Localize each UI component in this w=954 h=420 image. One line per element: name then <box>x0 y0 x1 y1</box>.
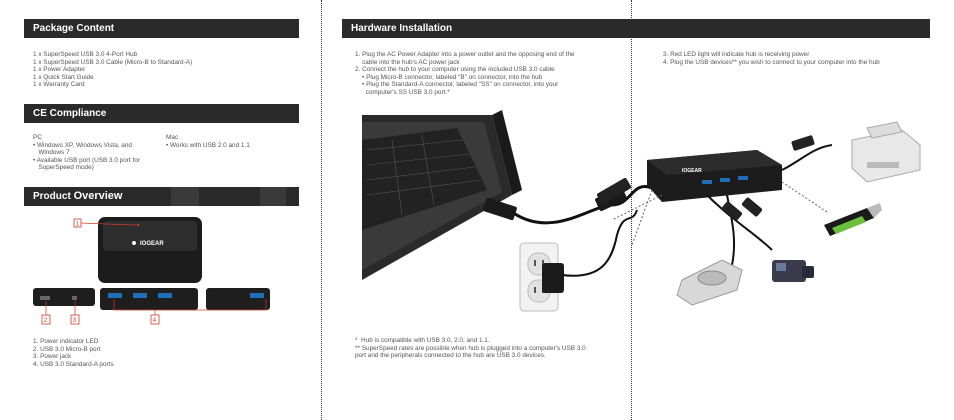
list-item: 1 x SuperSpeed USB 3.0 4-Port Hub <box>33 51 138 58</box>
hub-top-view: IOGEAR 1 <box>73 217 202 283</box>
printer-illustration <box>851 121 921 183</box>
power-led-icon <box>136 223 140 227</box>
list-item: • Works with USB 2.0 and 1.1 <box>166 141 250 149</box>
product-parts-list: 1. Power indicator LED 2. USB 3.0 Micro-… <box>33 338 114 368</box>
laptop-illustration <box>362 110 522 280</box>
hardware-installation-title: Hardware Installation <box>351 23 453 34</box>
callout-box-4 <box>150 314 160 325</box>
brand-mark-icon <box>132 241 136 245</box>
hub-side-view-3 <box>206 288 270 310</box>
usb-port-icon <box>133 293 147 298</box>
card-reader-illustration <box>676 259 743 306</box>
hub-side-views: 2 3 4 <box>33 288 270 325</box>
list-item: 1 x Quick Start Guide <box>33 73 94 81</box>
list-item: • Windows XP, Windows Vista, and <box>33 141 132 149</box>
installation-diagram: IOGEAR <box>362 110 921 312</box>
list-item: 1 x SuperSpeed USB 3.0 Cable (Micro-B to… <box>33 58 193 66</box>
footnotes: * Hub is compatible with USB 3.0, 2.0, a… <box>355 337 586 360</box>
adapter-connection <box>611 194 663 221</box>
package-content-header: Package Content <box>24 19 299 38</box>
step-line: • Plug Micro-B connector, labeled "B" on… <box>355 73 543 81</box>
list-item: 1. Power indicator LED <box>33 338 99 345</box>
list-item: 3. Power jack <box>33 353 72 361</box>
usb-port-icon <box>158 293 172 298</box>
micro-b-port-icon <box>40 296 50 300</box>
usb-port-icon <box>108 293 122 298</box>
callout-label-1: 1 <box>76 222 80 228</box>
hub-side-view-2 <box>100 288 198 310</box>
mac-requirements: Mac • Works with USB 2.0 and 1.1 <box>166 134 250 149</box>
camera-cable <box>706 194 773 251</box>
footnote: ** SuperSpeed rates are possible when hu… <box>355 344 586 352</box>
package-content-title: Package Content <box>33 23 115 34</box>
step-line: cable into the hub's AC power jack <box>355 58 460 66</box>
product-overview-title: Product <box>33 191 74 202</box>
flash-drive-connection <box>781 181 828 213</box>
step-line: 2. Connect the hub to your computer usin… <box>355 66 555 74</box>
list-item: 2. USB 3.0 Micro-B port <box>33 345 101 353</box>
callout-bracket-4 <box>113 299 267 311</box>
pc-label: PC <box>33 134 42 141</box>
footnote: port and the peripherals connected to th… <box>355 352 546 360</box>
power-cable <box>561 209 638 277</box>
flash-drive-illustration <box>824 203 882 236</box>
list-item: Windows 7 <box>33 149 70 157</box>
installation-steps-3-4: 3. Red LED light will indicate hub is re… <box>663 51 880 66</box>
power-jack-icon <box>72 296 77 300</box>
ce-compliance-title: CE Compliance <box>33 108 107 119</box>
usb-plug-icon <box>741 197 763 217</box>
callout-label-2: 2 <box>44 318 48 324</box>
micro-b-plug-icon <box>597 178 631 204</box>
usb-hub-illustration: IOGEAR <box>647 150 782 202</box>
list-item: 1 x Warranty Card <box>33 81 85 89</box>
step-line: 3. Red LED light will indicate hub is re… <box>663 51 810 58</box>
callout-label-4: 4 <box>153 318 157 324</box>
callout-box-1 <box>73 218 82 228</box>
product-overview-title-b: Overview <box>73 190 123 202</box>
list-item: 1 x Power Adapter <box>33 66 86 74</box>
pc-requirements: PC • Windows XP, Windows Vista, and Wind… <box>33 134 140 172</box>
step-line: 1. Plug the AC Power Adapter into a powe… <box>355 51 575 58</box>
hardware-installation-header: Hardware Installation <box>342 19 930 38</box>
step-line: 4. Plug the USB devices** you wish to co… <box>663 58 880 66</box>
usb-standard-a-plug-icon <box>483 197 517 221</box>
list-item: SuperSpeed mode) <box>33 164 94 172</box>
callout-line-1 <box>79 222 137 226</box>
usb-port-icon <box>250 293 264 298</box>
hub-side-view-1 <box>33 288 95 306</box>
power-adapter-icon <box>542 263 564 293</box>
hub-top-highlight <box>103 221 197 251</box>
usb-plug-icon <box>721 201 743 221</box>
printer-cable <box>781 144 833 171</box>
camcorder-illustration <box>772 260 814 282</box>
package-content-list: 1 x SuperSpeed USB 3.0 4-Port Hub 1 x Su… <box>33 51 192 89</box>
mac-label: Mac <box>166 134 179 141</box>
installation-steps-1-2: 1. Plug the AC Power Adapter into a powe… <box>355 51 575 97</box>
list-item: 4. USB 3.0 Standard-A ports <box>33 360 114 368</box>
laptop-connection <box>631 189 653 246</box>
fold-line-left <box>321 0 322 420</box>
callout-box-2 <box>41 314 51 325</box>
callout-label-3: 3 <box>73 318 77 324</box>
step-line: computer's SS USB 3.0 port.* <box>355 88 450 96</box>
step-line: • Plug the Standard-A connector, labeled… <box>355 81 559 89</box>
hub-brand-logo: IOGEAR <box>140 241 164 247</box>
ce-compliance-header: CE Compliance <box>24 104 299 123</box>
product-overview-header: Product Overview <box>24 187 299 206</box>
callout-box-3 <box>70 314 80 325</box>
usb-plug-icon <box>791 135 815 151</box>
footnote: * Hub is compatible with USB 3.0, 2.0, a… <box>355 337 490 344</box>
list-item: • Available USB port (USB 3.0 port for <box>33 156 140 164</box>
hub-brand-logo: IOGEAR <box>682 168 702 174</box>
